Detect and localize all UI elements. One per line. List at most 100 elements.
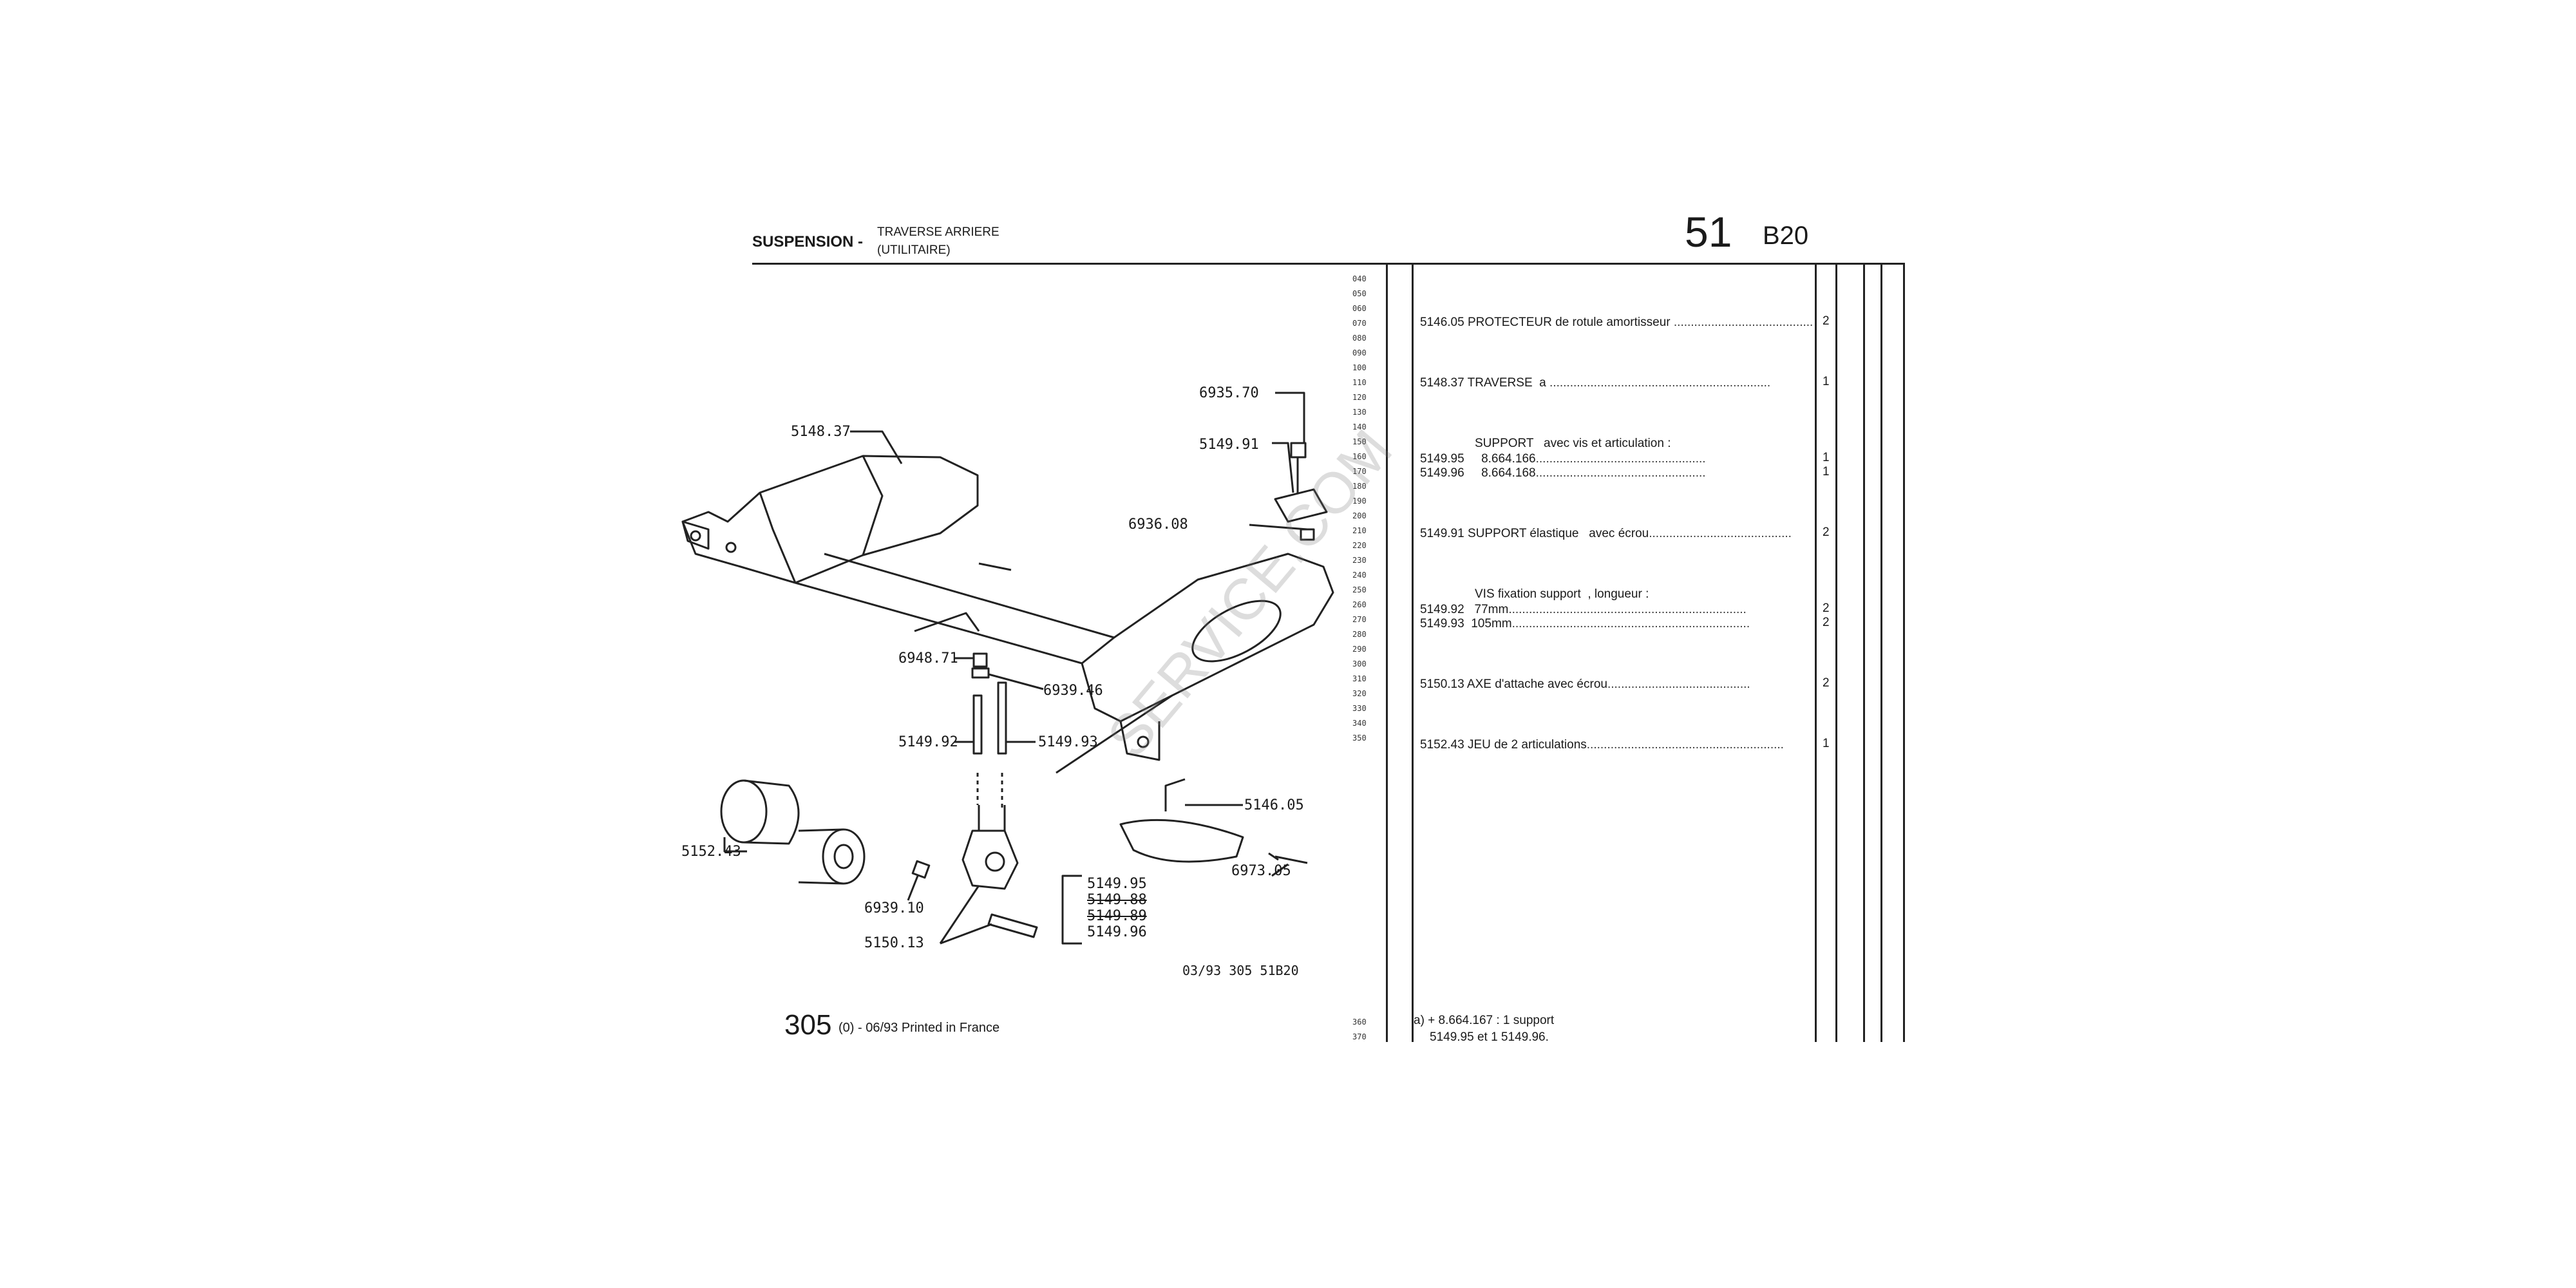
callout-6939-10: 6939.10 [864,900,924,916]
protector-tab [1164,778,1186,811]
section-title: SUSPENSION - [752,233,864,251]
row-index: 280 [1352,630,1367,639]
bushing-inner-hole [833,844,854,869]
callout-5149-93: 5149.93 [1038,734,1098,750]
tube-stud [978,562,1012,571]
row-index: 140 [1352,422,1367,431]
header-rule [752,263,1905,265]
row-index: 360 [1352,1018,1367,1027]
footnote-line-1: a) + 8.664.167 : 1 support [1414,1014,1555,1027]
row-index: 370 [1352,1032,1367,1041]
subtitle-line-1: TRAVERSE ARRIERE [877,225,999,239]
callout-6973-05: 6973.05 [1231,863,1291,879]
right-bracket [1119,721,1160,761]
row-index: 350 [1352,734,1367,743]
leader-6939-46 [988,673,1044,690]
washer-6939-46 [971,667,990,679]
row-index: 090 [1352,348,1367,357]
right-arm-opening [1191,600,1282,663]
part-qty: 2 [1823,601,1830,615]
footer-model: 305 [784,1009,832,1041]
callout-6939-46: 6939.46 [1043,683,1103,699]
row-index: 110 [1352,378,1367,387]
row-index: 170 [1352,467,1367,476]
qty-col-right [1835,264,1837,1042]
row-index: 060 [1352,304,1367,313]
row-index: 130 [1352,408,1367,417]
elastic-support [1274,488,1328,523]
bushing-outer [720,779,768,844]
variant-5149-95: 5149.95 [1087,876,1147,892]
crossmember-tube [795,553,1115,665]
axle-5150-13 [987,913,1038,938]
row-index: 260 [1352,600,1367,609]
leader-5150-13 [939,885,992,945]
part-line: 5148.37 TRAVERSE a .....................… [1420,376,1771,390]
crossmember-left-ridge [862,455,884,556]
part-qty: 1 [1823,375,1830,388]
callout-5148-37: 5148.37 [791,424,851,440]
callout-5149-92: 5149.92 [898,734,958,750]
support-nut [1290,442,1307,459]
leader-5148-37 [850,430,903,464]
leader-5152-43 [723,837,747,853]
row-index: 210 [1352,526,1367,535]
variant-bracket [1061,875,1082,945]
part-qty: 2 [1823,526,1830,539]
drawing-reference: 03/93 305 51B20 [1182,963,1299,978]
callout-6936-08: 6936.08 [1128,516,1188,533]
left-bracket-hole [725,542,737,553]
row-index: 070 [1352,319,1367,328]
part-line: VIS fixation support , longueur : [1475,587,1649,601]
row-index: 190 [1352,497,1367,506]
divider-main [1386,264,1388,1042]
row-index: 240 [1352,571,1367,580]
callout-5152-43: 5152.43 [681,844,741,860]
row-index: 100 [1352,363,1367,372]
part-line: 5152.43 JEU de 2 articulations..........… [1420,738,1784,752]
callout-5146-05: 5146.05 [1244,797,1304,813]
brake-line [1056,694,1173,774]
support-bracket-hole [985,851,1005,872]
part-line: 5149.93 105mm...........................… [1420,617,1750,630]
leader-6973-05 [1271,863,1289,877]
row-index: 080 [1352,334,1367,343]
part-qty: 2 [1823,616,1830,629]
row-index: 230 [1352,556,1367,565]
row-index: 300 [1352,659,1367,668]
assembly-axis [976,773,1003,811]
tube-bracket [914,612,980,632]
row-index: 040 [1352,274,1367,283]
callout-5150-13: 5150.13 [864,935,924,951]
col-rule-5 [1903,264,1905,1042]
exploded-diagram [681,392,1334,945]
footer-edition: (0) - 06/93 Printed in France [838,1021,1000,1035]
part-qty: 2 [1823,314,1830,328]
left-bracket [681,520,710,550]
callout-6935-70: 6935.70 [1199,385,1259,401]
crossmember-left-edge [759,492,797,583]
row-index: 200 [1352,511,1367,520]
row-index: 340 [1352,719,1367,728]
callout-5149-91: 5149.91 [1199,437,1259,453]
part-qty: 1 [1823,451,1830,464]
row-index: 290 [1352,645,1367,654]
row-index: 270 [1352,615,1367,624]
part-line: 5150.13 AXE d'attache avec écrou........… [1420,677,1750,691]
protector-bolt [1268,852,1308,864]
subtitle-line-2: (UTILITAIRE) [877,243,951,257]
support-bracket [961,829,1019,890]
row-index: 320 [1352,689,1367,698]
bushing-inner-body [798,828,844,885]
variant-5149-89: 5149.89 [1087,908,1147,924]
bushing-inner [822,828,866,885]
divider-main-2 [1412,264,1414,1042]
left-bracket-hole [690,530,701,542]
crossmember-right-arm [1081,553,1334,723]
row-index: 250 [1352,585,1367,594]
col-rule-3 [1863,264,1865,1042]
part-line: 5149.95 8.664.166.......................… [1420,452,1706,466]
footnote-line-2: 5149.95 et 1 5149.96. [1430,1030,1549,1044]
part-qty: 1 [1823,465,1830,478]
variant-5149-88: 5149.88 [1087,892,1147,908]
